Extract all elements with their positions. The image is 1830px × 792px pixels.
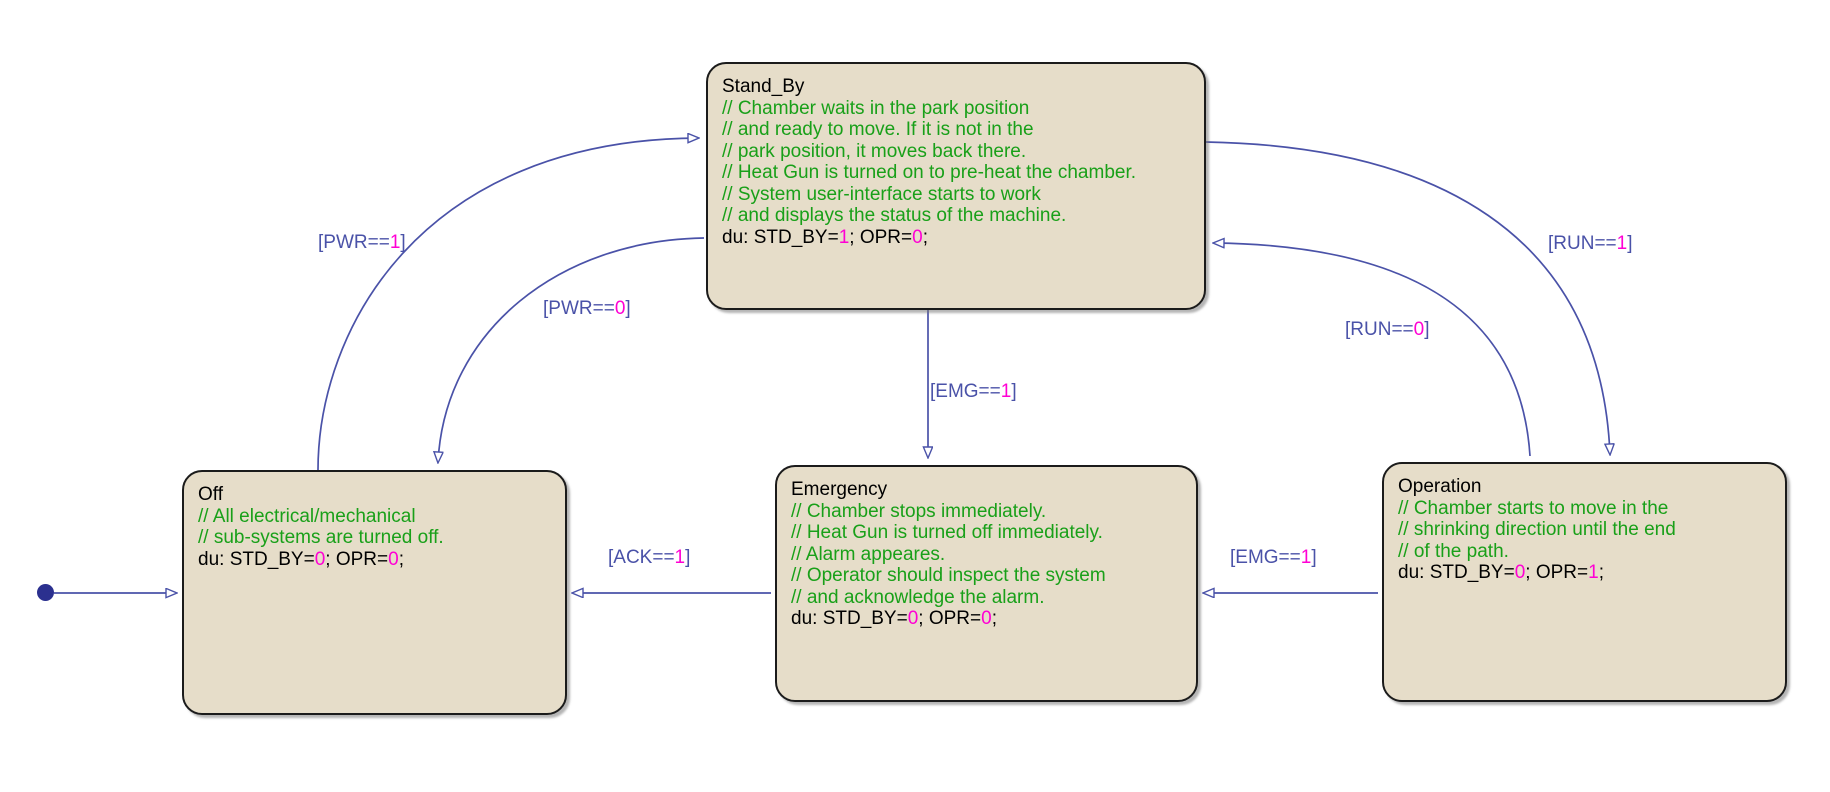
transition-off-to-standby	[317, 138, 698, 471]
state-emergency-comment-3: // Alarm appeares.	[791, 543, 946, 565]
guard-open: [ACK==	[608, 547, 675, 568]
state-stand-by-comment-3: // park position, it moves back there.	[722, 140, 1027, 162]
transition-label-standby-to-operation[interactable]: [RUN==1]	[1548, 233, 1633, 254]
state-emergency[interactable]: Emergency // Chamber stops immediately. …	[775, 465, 1198, 702]
state-stand-by-action-mid: ; OPR=	[849, 226, 913, 248]
state-operation-action-suffix: ;	[1598, 562, 1604, 583]
default-transition-junction	[37, 584, 54, 601]
state-stand-by-comment-1: // Chamber waits in the park position	[722, 97, 1030, 119]
state-off-name: Off	[198, 484, 223, 505]
state-emergency-stdby-value: 0	[907, 608, 919, 629]
guard-close: ]	[1011, 381, 1017, 402]
state-stand-by-comment-6: // and displays the status of the machin…	[722, 205, 1067, 226]
guard-value: 1	[674, 547, 686, 568]
state-operation-name: Operation	[1398, 476, 1482, 497]
state-emergency-action-mid: ; OPR=	[918, 608, 982, 629]
guard-value: 1	[389, 232, 401, 253]
state-off-comment-1: // All electrical/mechanical	[198, 505, 416, 527]
guard-open: [EMG==	[1230, 547, 1301, 568]
transition-label-off-to-standby[interactable]: [PWR==1]	[318, 232, 406, 253]
state-off-action-mid: ; OPR=	[325, 548, 389, 570]
guard-close: ]	[1424, 319, 1430, 340]
state-stand-by-action-suffix: ;	[922, 226, 928, 248]
state-off-opr-value: 0	[388, 548, 399, 570]
state-off-action: du: STD_BY=0; OPR=0;	[198, 549, 551, 571]
state-operation-action-prefix: du: STD_BY=	[1398, 562, 1515, 583]
state-emergency-comment-5: // and acknowledge the alarm.	[791, 586, 1045, 608]
guard-close: ]	[400, 232, 406, 253]
state-emergency-action-prefix: du: STD_BY=	[791, 608, 908, 629]
guard-open: [RUN==	[1548, 233, 1617, 254]
state-emergency-action-suffix: ;	[991, 608, 997, 629]
state-off-action-prefix: du: STD_BY=	[198, 548, 315, 570]
guard-close: ]	[1627, 233, 1633, 254]
state-stand-by-action: du: STD_BY=1; OPR=0;	[722, 227, 1190, 249]
state-operation-action-mid: ; OPR=	[1525, 562, 1589, 583]
guard-close: ]	[1311, 547, 1317, 568]
state-off-stdby-value: 0	[314, 548, 326, 570]
state-operation-comment-3: // of the path.	[1398, 540, 1509, 562]
state-operation-action: du: STD_BY=0; OPR=1;	[1398, 562, 1771, 584]
state-operation-comment-1: // Chamber starts to move in the	[1398, 497, 1669, 519]
state-stand-by-comment-4: // Heat Gun is turned on to pre-heat the…	[722, 162, 1137, 183]
transition-standby-to-operation	[1205, 141, 1610, 454]
state-stand-by-comment-2: // and ready to move. If it is not in th…	[722, 119, 1034, 140]
transition-label-emergency-to-off[interactable]: [ACK==1]	[608, 547, 690, 568]
transition-label-standby-to-emergency[interactable]: [EMG==1]	[930, 381, 1017, 402]
state-emergency-comment-2: // Heat Gun is turned off immediately.	[791, 522, 1103, 543]
guard-open: [EMG==	[930, 381, 1001, 402]
state-emergency-name: Emergency	[791, 479, 888, 500]
guard-open: [PWR==	[543, 298, 615, 319]
state-off[interactable]: Off // All electrical/mechanical // sub-…	[182, 470, 567, 715]
guard-close: ]	[625, 298, 631, 319]
transition-label-standby-to-off[interactable]: [PWR==0]	[543, 298, 631, 319]
state-stand-by-stdby-value: 1	[838, 226, 850, 248]
guard-value: 0	[1413, 319, 1425, 340]
state-off-comment-2: // sub-systems are turned off.	[198, 527, 444, 548]
state-stand-by-opr-value: 0	[912, 226, 923, 248]
guard-value: 1	[1616, 233, 1628, 254]
state-off-action-suffix: ;	[398, 548, 404, 570]
guard-value: 0	[614, 298, 626, 319]
guard-value: 1	[1000, 381, 1012, 402]
state-stand-by[interactable]: Stand_By // Chamber waits in the park po…	[706, 62, 1206, 310]
state-emergency-opr-value: 0	[981, 608, 992, 629]
guard-close: ]	[685, 547, 691, 568]
guard-value: 1	[1300, 547, 1312, 568]
state-stand-by-action-prefix: du: STD_BY=	[722, 226, 839, 248]
state-emergency-comment-4: // Operator should inspect the system	[791, 565, 1106, 586]
state-operation-comment-2: // shrinking direction until the end	[1398, 519, 1676, 540]
guard-open: [RUN==	[1345, 319, 1414, 340]
transition-standby-to-off	[438, 237, 705, 462]
state-stand-by-name: Stand_By	[722, 76, 805, 97]
state-stand-by-comment-5: // System user-interface starts to work	[722, 183, 1041, 205]
state-emergency-action: du: STD_BY=0; OPR=0;	[791, 608, 1182, 630]
transition-operation-to-standby	[1214, 243, 1531, 457]
state-operation[interactable]: Operation // Chamber starts to move in t…	[1382, 462, 1787, 702]
transition-label-operation-to-emergency[interactable]: [EMG==1]	[1230, 547, 1317, 568]
guard-open: [PWR==	[318, 232, 390, 253]
state-operation-opr-value: 1	[1588, 562, 1599, 583]
transition-label-operation-to-standby[interactable]: [RUN==0]	[1345, 319, 1430, 340]
state-emergency-comment-1: // Chamber stops immediately.	[791, 500, 1047, 522]
state-operation-stdby-value: 0	[1514, 562, 1526, 583]
